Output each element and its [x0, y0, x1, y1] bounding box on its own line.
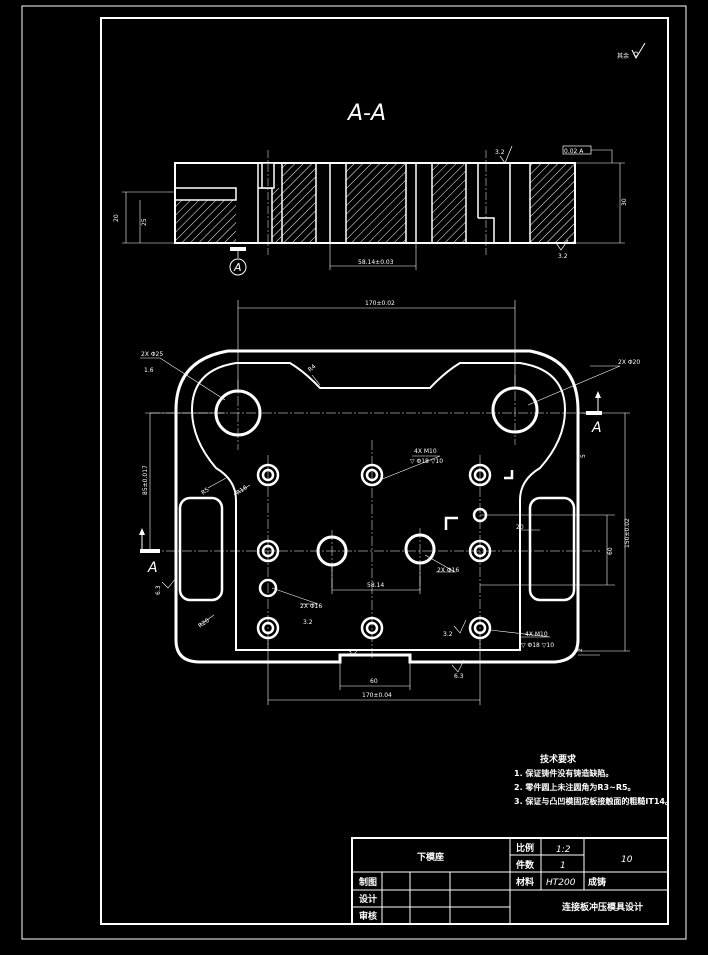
cs-depth-left: 20: [113, 214, 120, 222]
hole-2x16-b: 2X Φ16: [437, 567, 459, 574]
hole-2x20: 2X Φ20: [618, 359, 640, 366]
pv-r-left2: R16: [235, 484, 249, 497]
cross-section: 20 25 30 0.02 A 3.2 3.2 58.14±0.03 A: [113, 145, 628, 276]
pv-left-height: 85±0.017: [142, 465, 149, 495]
plan-view: 170±0.02 170±0.04 60 58.14 85±0.017 150±…: [139, 300, 640, 705]
pv-r-3-2b: 3.2: [443, 631, 453, 638]
pv-r-top: R4: [307, 363, 318, 374]
pv-bottom-notch-3-2: 3.2: [348, 649, 358, 656]
tech-item-3: 3. 保证与凸凹模固定板接触面的粗糙IT14。: [514, 796, 673, 806]
cs-roughness-bottom: 3.2: [558, 253, 568, 260]
scale-value: 1:2: [556, 845, 571, 855]
scale-label: 比例: [516, 842, 534, 854]
hole-4x-bottom-sub: ▽ Φ18 ▽10: [521, 642, 554, 649]
cs-tolerance: 0.02 A: [564, 148, 584, 155]
hole-4x-top: 4X M10: [414, 448, 437, 455]
pv-right-20: 20: [516, 524, 524, 531]
pv-top-width: 170±0.02: [365, 300, 395, 307]
pv-r-6-3: 6.3: [155, 585, 162, 595]
project-title: 连接板冲压模具设计: [562, 901, 643, 913]
material-label: 材料: [515, 876, 534, 888]
cs-depth-inner: 25: [141, 218, 148, 226]
pv-r-right-5: 5: [580, 454, 587, 458]
datum-a: A: [233, 261, 242, 274]
tech-item-1: 1. 保证铸件没有铸造缺陷。: [514, 768, 613, 778]
title-block: 下模座 比例 1:2 件数 1 10 材料 HT200 成铸 制图 设计 审核 …: [351, 837, 669, 925]
pv-center-58: 58.14: [367, 582, 384, 589]
hole-2x25: 2X Φ25: [141, 351, 163, 358]
process-value: 成铸: [588, 876, 606, 888]
row-review: 审核: [359, 910, 377, 922]
cut-marker-right: A: [591, 420, 602, 436]
pv-r-3-2a: 3.2: [303, 619, 313, 626]
section-label: A-A: [346, 101, 386, 126]
tech-title: 技术要求: [540, 753, 577, 765]
tech-item-2: 2. 零件圆上未注圆角为R3~R5。: [514, 782, 636, 792]
hole-4x-top-sub: ▽ Φ18 ▽10: [410, 458, 443, 465]
cs-height: 30: [621, 198, 628, 206]
pv-r-6-3b: 6.3: [454, 673, 464, 680]
roughness-note: 其余: [617, 42, 646, 60]
part-name: 下模座: [417, 851, 444, 863]
roughness-note-label: 其余: [617, 52, 629, 60]
cs-roughness-top: 3.2: [495, 149, 505, 156]
pv-right-60: 60: [607, 547, 614, 555]
row-design: 设计: [359, 893, 377, 905]
pv-right-height: 150±0.02: [624, 518, 631, 548]
pv-r-left: R5: [200, 486, 211, 496]
qty-label: 件数: [516, 859, 535, 871]
drawing-code: 10: [621, 855, 633, 865]
pv-r-2: 2: [577, 648, 584, 652]
pv-bottom-60: 60: [370, 678, 378, 685]
qty-value: 1: [560, 861, 566, 871]
tech-requirements: 技术要求 1. 保证铸件没有铸造缺陷。 2. 零件圆上未注圆角为R3~R5。 3…: [514, 753, 673, 806]
hole-2x16: 2X Φ16: [300, 603, 322, 610]
outer-frame: [21, 5, 687, 940]
hole-4x-bottom: 4X M10: [525, 631, 548, 638]
cut-marker-left: A: [147, 560, 158, 576]
cs-center-dim: 58.14±0.03: [358, 259, 394, 266]
material-value: HT200: [546, 878, 576, 888]
pv-r-1-6: 1.6: [144, 367, 154, 374]
row-draw: 制图: [359, 876, 377, 888]
pv-bottom-width: 170±0.04: [362, 692, 392, 699]
